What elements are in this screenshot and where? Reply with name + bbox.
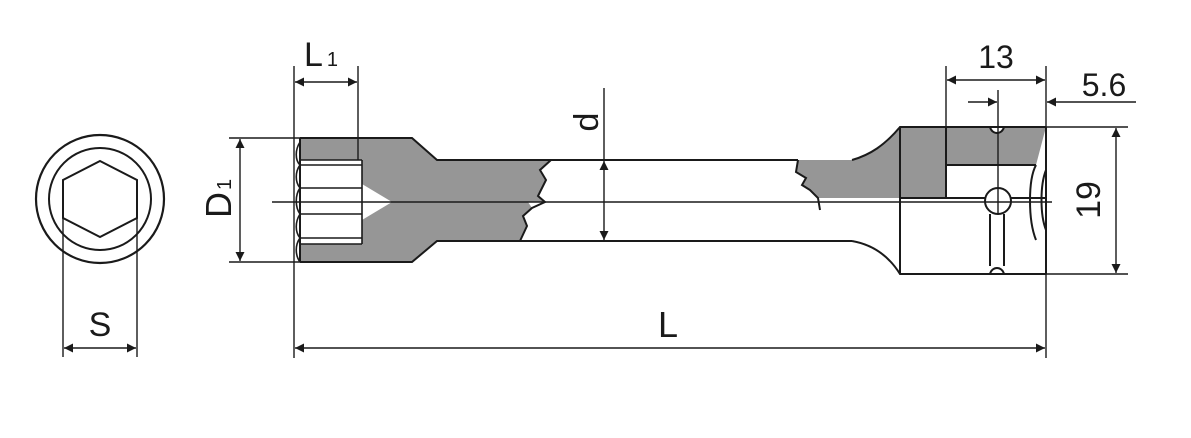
s-label: S xyxy=(89,306,112,344)
l-label: L xyxy=(658,304,678,345)
dia19-label: 19 xyxy=(1070,181,1108,219)
len13-label: 13 xyxy=(978,39,1014,75)
l1-label-main: L xyxy=(304,36,323,74)
len56-label: 5.6 xyxy=(1082,67,1126,103)
d-label: d xyxy=(568,113,606,132)
outer-circle xyxy=(34,133,166,265)
section-fill-right-upper xyxy=(796,127,1046,198)
l1-label-sub: 1 xyxy=(327,49,338,71)
d1-label-group: D1 xyxy=(198,179,239,218)
socket-bore-detail xyxy=(295,141,363,263)
d1-label-main: D xyxy=(198,192,239,218)
section-fill-left-upper xyxy=(300,138,551,202)
end-view: S xyxy=(34,133,166,357)
d1-label-sub: 1 xyxy=(214,179,236,190)
hexagon-icon xyxy=(62,159,138,239)
extension-outline xyxy=(299,126,1047,275)
inner-circle xyxy=(48,147,152,251)
section-fill-left-lower xyxy=(300,202,532,262)
